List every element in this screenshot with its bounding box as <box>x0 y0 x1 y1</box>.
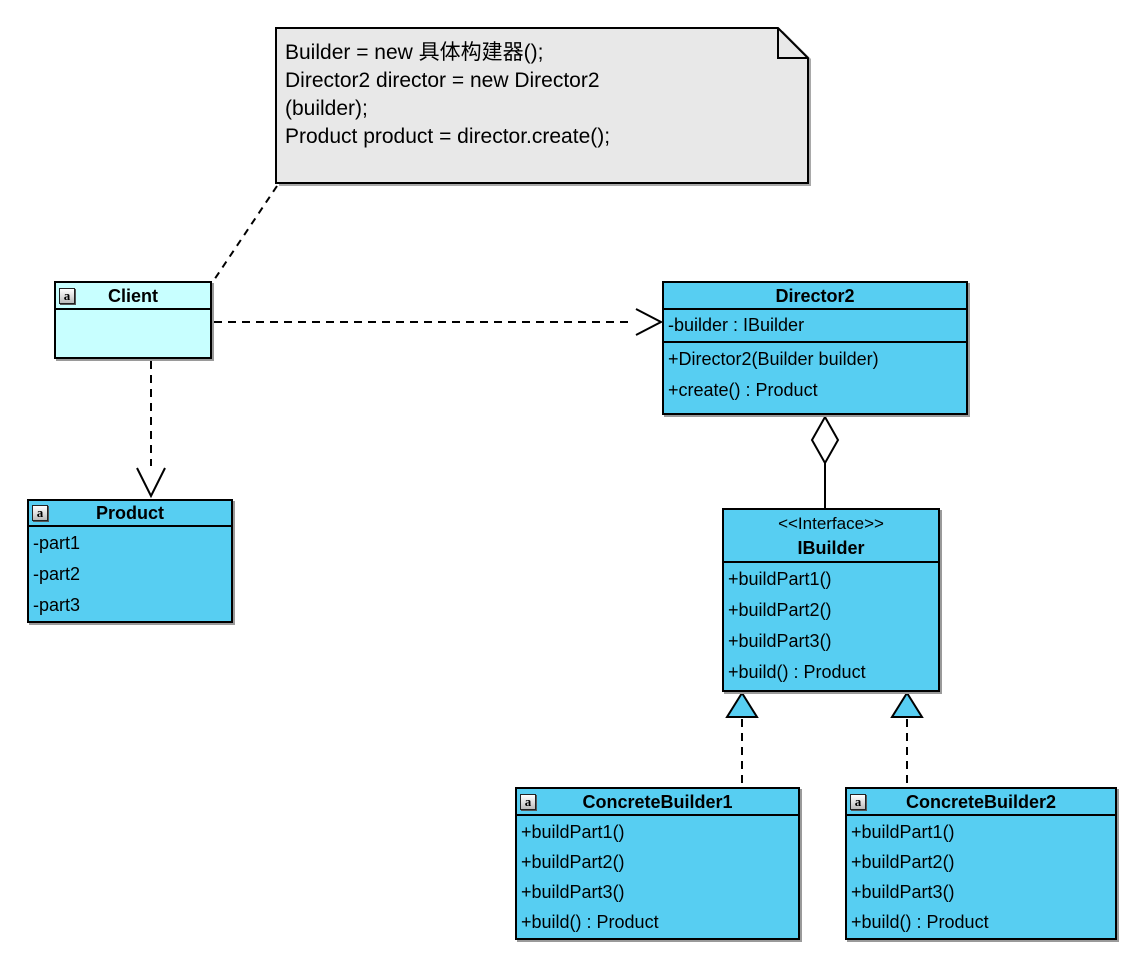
class-header: a ConcreteBuilder2 <box>847 789 1115 816</box>
class-body-empty <box>56 310 210 312</box>
open-arrowhead-icon <box>635 308 664 336</box>
class-header: a ConcreteBuilder1 <box>517 789 798 816</box>
class-a-icon: a <box>520 793 536 810</box>
class-header: Director2 <box>664 283 966 310</box>
method: +build() : Product <box>521 912 659 932</box>
attribute: -part1 <box>33 533 81 553</box>
method: +buildPart3() <box>521 882 625 902</box>
realization-triangle-icon <box>725 691 759 718</box>
attribute: -part3 <box>33 595 81 615</box>
class-client: a Client <box>54 281 212 359</box>
method: +buildPart2() <box>521 852 625 872</box>
note-code-text: Builder = new 具体构建器(); Director2 directo… <box>285 39 790 151</box>
class-header: a Client <box>56 283 210 310</box>
method: +buildPart1() <box>521 822 625 842</box>
attribute: -part2 <box>33 564 81 584</box>
methods-compartment: +buildPart1() +buildPart2() +buildPart3(… <box>847 816 1115 938</box>
class-product: a Product -part1 -part2 -part3 <box>27 499 233 623</box>
note-line: Director2 director = new Director2 <box>285 69 600 92</box>
anchor-line-note-client <box>209 185 278 287</box>
method: +buildPart1() <box>851 822 955 842</box>
methods-compartment: +buildPart1() +buildPart2() +buildPart3(… <box>517 816 798 938</box>
class-a-icon: a <box>59 287 75 304</box>
method: +create() : Product <box>668 380 818 400</box>
method: +buildPart2() <box>851 852 955 872</box>
methods-compartment: +Director2(Builder builder) +create() : … <box>664 343 966 407</box>
aggregation-diamond-icon <box>810 414 840 466</box>
class-title: ConcreteBuilder1 <box>582 791 733 812</box>
note-line: (builder); <box>285 97 368 120</box>
note-fold-icon <box>777 28 808 59</box>
note-line: Builder = new 具体构建器(); <box>285 41 544 64</box>
interface-ibuilder: <<Interface>> IBuilder +buildPart1() +bu… <box>722 508 940 692</box>
class-director2: Director2 -builder : IBuilder +Director2… <box>662 281 968 415</box>
class-title: ConcreteBuilder2 <box>905 791 1057 812</box>
attributes-compartment: -builder : IBuilder <box>664 310 966 343</box>
method: +Director2(Builder builder) <box>668 349 879 369</box>
class-a-icon: a <box>850 793 866 810</box>
note-line: Product product = director.create(); <box>285 125 611 148</box>
method: +buildPart3() <box>728 631 832 651</box>
class-title: Client <box>107 285 158 306</box>
class-header: a Product <box>29 501 231 527</box>
class-concretebuilder2: a ConcreteBuilder2 +buildPart1() +buildP… <box>845 787 1117 940</box>
methods-compartment: +buildPart1() +buildPart2() +buildPart3(… <box>724 563 938 689</box>
class-header: <<Interface>> IBuilder <box>724 510 938 563</box>
method: +buildPart3() <box>851 882 955 902</box>
stereotype-label: <<Interface>> <box>778 513 884 533</box>
class-concretebuilder1: a ConcreteBuilder1 +buildPart1() +buildP… <box>515 787 800 940</box>
method: +buildPart1() <box>728 569 832 589</box>
method: +build() : Product <box>728 662 866 682</box>
class-title: Director2 <box>775 285 855 306</box>
class-title: Product <box>95 503 164 523</box>
method: +build() : Product <box>851 912 989 932</box>
realization-triangle-icon <box>890 691 924 718</box>
method: +buildPart2() <box>728 600 832 620</box>
attributes-compartment: -part1 -part2 -part3 <box>29 527 231 622</box>
class-title: IBuilder <box>797 537 865 558</box>
attribute: -builder : IBuilder <box>668 315 805 335</box>
class-a-icon: a <box>32 505 48 521</box>
open-arrowhead-icon <box>136 467 166 499</box>
note-shape <box>275 27 809 184</box>
